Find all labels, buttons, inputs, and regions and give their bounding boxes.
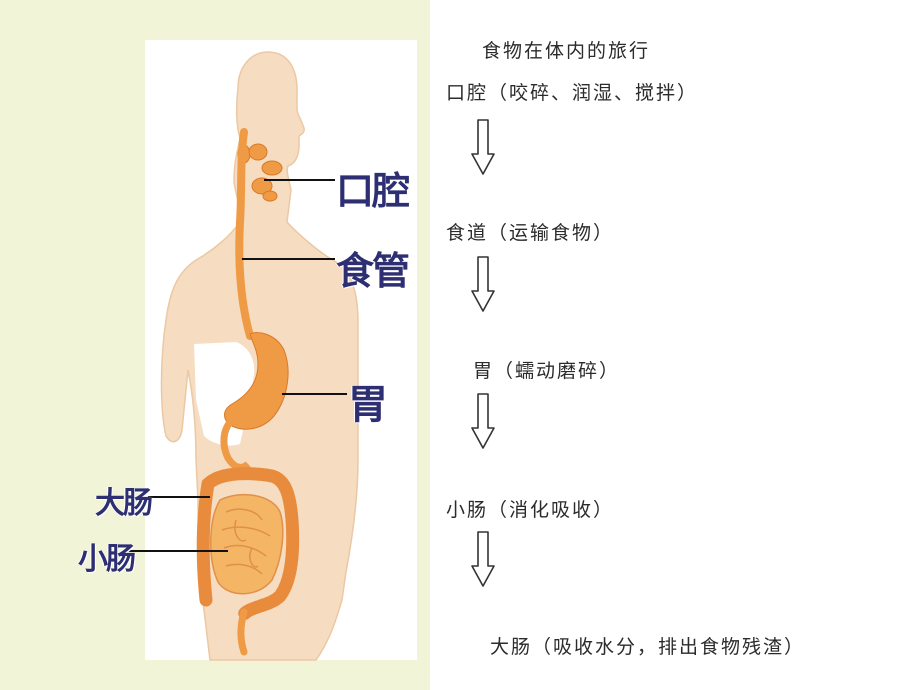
down-arrow-icon	[471, 256, 495, 312]
esophagus-tube	[235, 128, 254, 340]
label-large-intestine: 大肠	[95, 486, 153, 521]
small-intestine-shape	[210, 493, 284, 595]
flow-step-small-intestine: 小肠（消化吸收）	[446, 499, 615, 521]
label-stomach: 胃	[348, 382, 388, 428]
label-esophagus: 食管	[336, 249, 410, 293]
label-mouth: 口腔	[336, 169, 410, 213]
large-intestine-shape	[196, 467, 300, 621]
leader-lines	[124, 179, 347, 552]
flow-step-stomach: 胃（蠕动磨碎）	[473, 360, 621, 382]
down-arrow-icon	[471, 119, 495, 175]
down-arrow-icon	[471, 393, 495, 449]
stomach-shape	[224, 332, 289, 430]
down-arrow-icon	[471, 531, 495, 587]
flow-step-esophagus: 食道（运输食物）	[446, 222, 615, 244]
right-background	[430, 0, 920, 690]
flow-step-mouth: 口腔（咬碎、润湿、搅拌）	[446, 82, 699, 104]
label-small-intestine: 小肠	[78, 542, 136, 577]
flow-step-large-intestine: 大肠（吸收水分，排出食物残渣）	[490, 636, 806, 658]
flow-title: 食物在体内的旅行	[482, 40, 651, 62]
